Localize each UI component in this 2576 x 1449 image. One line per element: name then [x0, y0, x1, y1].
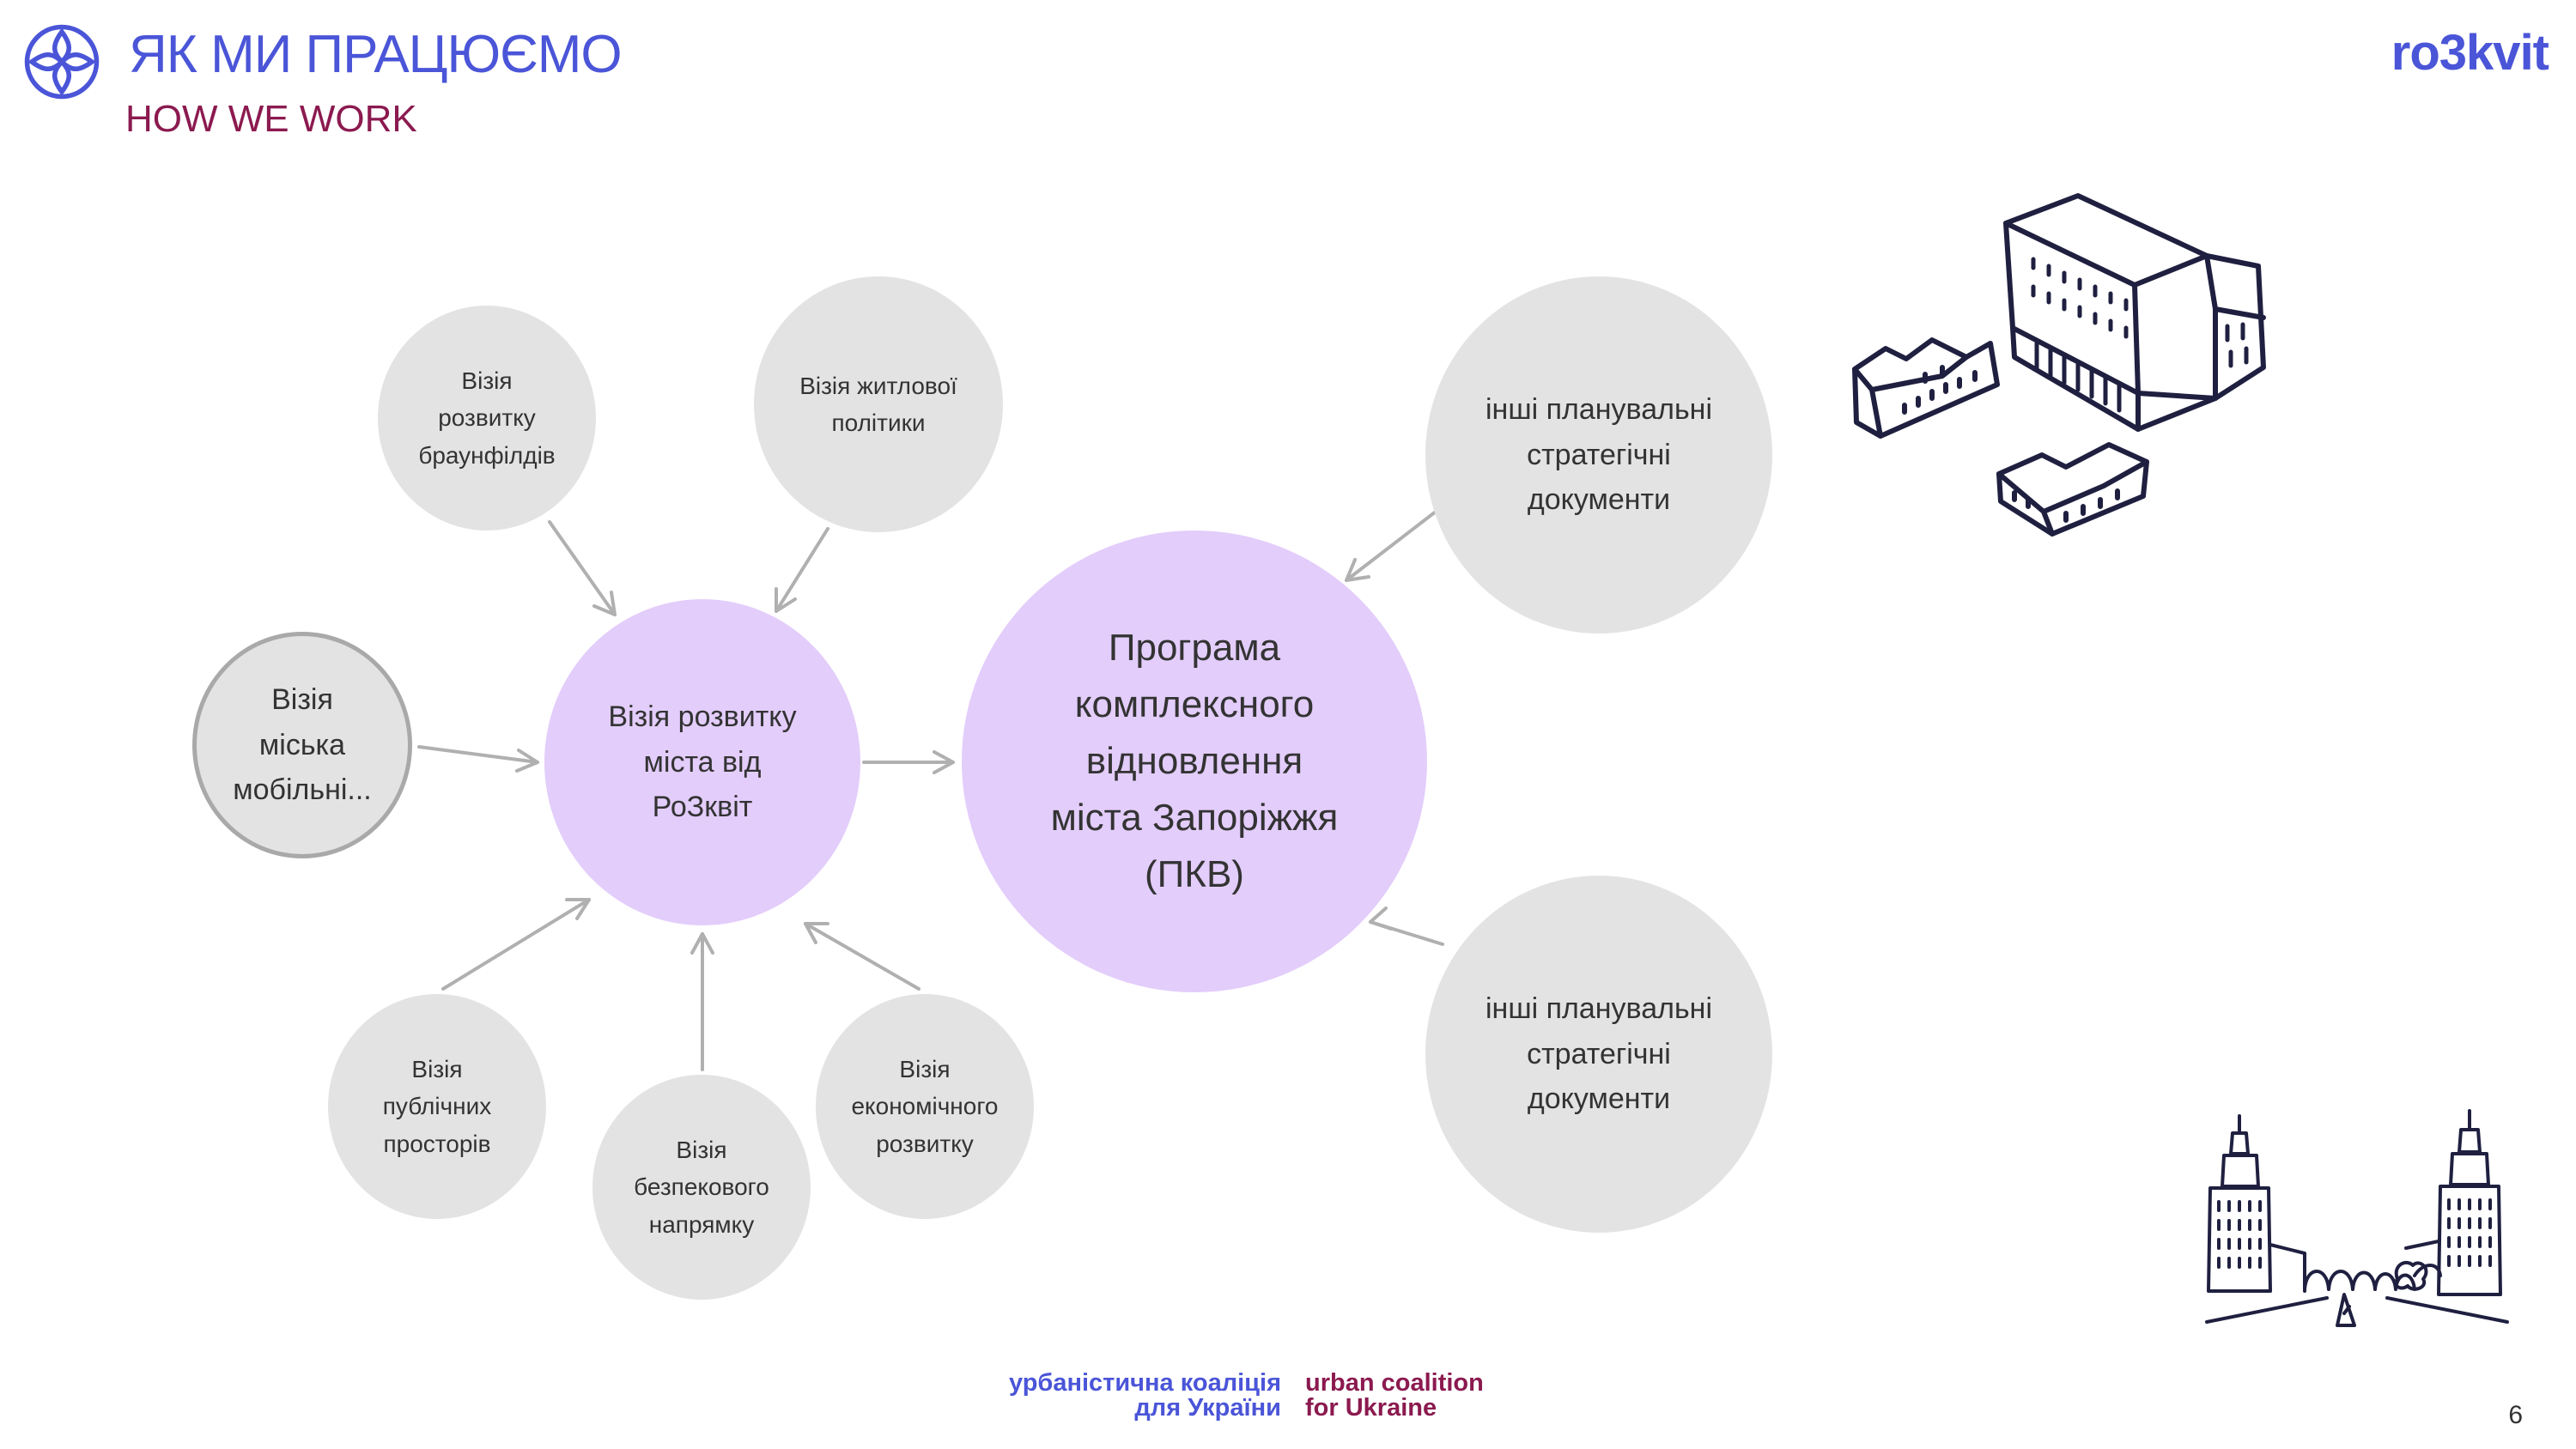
node-brownfields-vision: Візія розвитку браунфілдів	[378, 306, 596, 530]
arrow-public-spaces-to-hub	[441, 898, 591, 991]
node-other-docs-bottom: інші планувальні стратегічні документи	[1425, 876, 1772, 1233]
node-label: Програма комплексного відновлення міста …	[1050, 627, 1339, 895]
node-label: інші планувальні стратегічні документи	[1485, 991, 1712, 1116]
node-label: Візія безпекового напрямку	[634, 1136, 769, 1238]
arrow-economic-to-hub	[804, 922, 920, 991]
node-recovery-program: Програма комплексного відновлення міста …	[962, 530, 1427, 992]
arrow-mobility-to-hub	[417, 745, 539, 773]
node-label: Візія розвитку міста від РоЗквіт	[608, 700, 797, 824]
city-towers-sketch-icon	[2205, 1109, 2509, 1327]
buildings-sketch-icon	[1852, 193, 2266, 537]
node-housing-vision: Візія житлової політики	[754, 276, 1003, 532]
brand-logo: ro3kvit	[2391, 25, 2549, 81]
node-public-spaces-vision: Візія публічних просторів	[328, 994, 546, 1219]
node-economic-vision: Візія економічного розвитку	[816, 994, 1034, 1219]
flower-ornament-icon	[24, 24, 100, 100]
arrow-brownfields-to-hub	[548, 520, 617, 616]
node-label: інші планувальні стратегічні документи	[1485, 392, 1712, 517]
arrow-housing-to-hub	[775, 527, 829, 613]
node-hub-rozkvit-vision: Візія розвитку міста від РоЗквіт	[544, 599, 860, 925]
arrow-hub-to-target	[862, 750, 955, 774]
node-label: Візія житлової політики	[799, 372, 957, 436]
footer-coalition-uk: урбаністична коаліція для України	[1008, 1369, 1281, 1422]
node-label: Візія економічного розвитку	[851, 1055, 999, 1157]
page-subtitle: HOW WE WORK	[125, 98, 417, 140]
node-label: Візія розвитку браунфілдів	[418, 367, 556, 469]
node-label: Візія публічних просторів	[382, 1055, 492, 1157]
node-label: Візія міська мобільні...	[233, 682, 372, 807]
node-mobility-vision: Візія міська мобільні...	[192, 632, 412, 858]
node-other-docs-top: інші планувальні стратегічні документи	[1425, 276, 1772, 634]
arrow-other-docs-bottom-to-target	[1369, 906, 1444, 946]
arrow-security-to-hub	[690, 932, 714, 1071]
arrow-other-docs-top-to-target	[1345, 510, 1437, 582]
page-title: ЯК МИ ПРАЦЮЄМО	[129, 25, 623, 84]
node-security-vision: Візія безпекового напрямку	[592, 1075, 811, 1300]
footer-coalition-en: urban coalition for Ukraine	[1305, 1369, 1484, 1422]
page-number: 6	[2508, 1401, 2523, 1429]
